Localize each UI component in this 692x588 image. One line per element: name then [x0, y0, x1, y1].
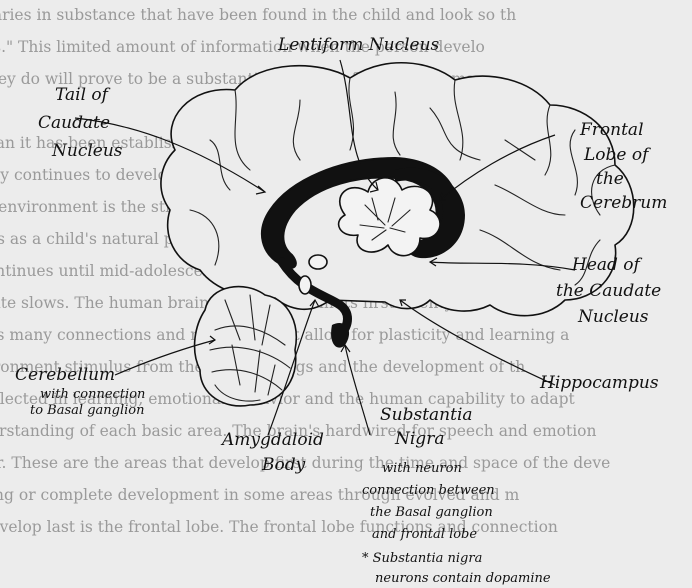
- label-substantia-line-2: Nigra: [394, 429, 444, 449]
- label-frontal-line-1: Frontal: [579, 120, 644, 140]
- label-lentiform-nucleus: Lentiform Nucleus: [277, 35, 440, 55]
- label-frontal-line-4: Cerebrum: [580, 193, 667, 213]
- label-cerebellum-line-3: to Basal ganglion: [30, 403, 144, 418]
- label-substantia-line-1: Substantia: [380, 405, 473, 425]
- label-amygdaloid-line-1: Amygdaloid: [220, 430, 324, 450]
- label-head-line-1: Head of: [571, 255, 643, 275]
- label-tail-line-2: Caudate: [38, 113, 110, 133]
- label-head-line-2: the Caudate: [556, 281, 661, 301]
- bg-line-0: its varies in substance that have been f…: [0, 6, 516, 24]
- label-substantia-line-3: with neuron: [382, 461, 462, 476]
- cerebellum-shape: [195, 287, 297, 406]
- label-head-line-3: Nucleus: [577, 307, 649, 327]
- label-cerebellum-line-1: Cerebellum: [15, 365, 115, 385]
- label-amygdaloid-line-2: Body: [261, 455, 306, 475]
- label-frontal-line-3: the: [596, 169, 624, 189]
- label-substantia-line-6: and frontal lobe: [372, 527, 477, 542]
- label-substantia-line-5: the Basal ganglion: [370, 505, 493, 520]
- label-substantia-line-4: connection between: [362, 483, 495, 498]
- label-hippocampus: Hippocampus: [539, 373, 659, 393]
- label-tail-line-3: Nucleus: [51, 141, 123, 161]
- label-frontal-line-2: Lobe of: [583, 145, 651, 165]
- label-footnote-line-2: neurons contain dopamine: [375, 571, 551, 586]
- label-tail-line-1: Tail of: [55, 85, 111, 105]
- label-footnote-line-1: * Substantia nigra: [362, 551, 482, 566]
- label-cerebellum-line-2: with connection: [40, 387, 145, 402]
